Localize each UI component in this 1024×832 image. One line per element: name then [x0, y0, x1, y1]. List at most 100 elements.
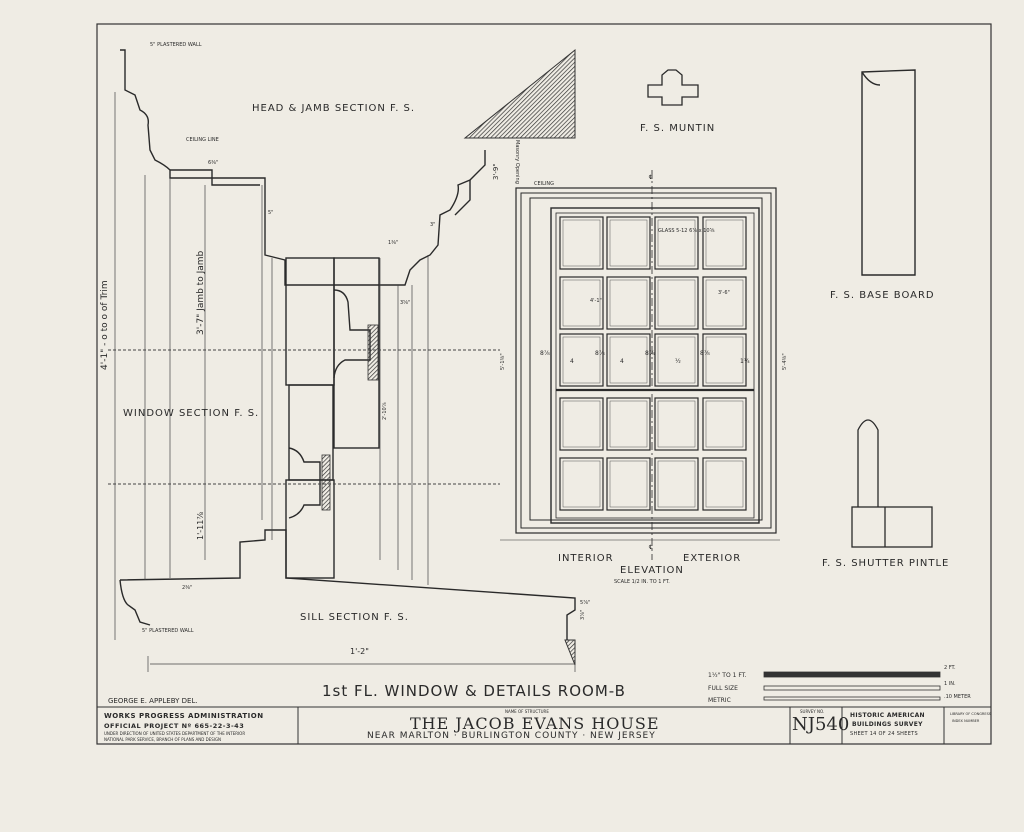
dim-jamb-sill-2: 5⅞" — [580, 600, 591, 606]
window-pane-glass — [657, 219, 696, 267]
scale-label-size: FULL SIZE — [708, 685, 738, 692]
break-lines — [108, 349, 500, 485]
dim-elev-width-top: 4'-1" — [590, 298, 602, 304]
dim-jamb-to-jamb: 3'-7" Jamb to Jamb — [196, 250, 206, 335]
muntin-dimension-mark: 4 — [570, 358, 574, 365]
window-pane — [559, 333, 604, 387]
window-elevation — [500, 170, 780, 560]
scale-end-ft: 2 FT. — [944, 665, 956, 671]
title-block-dividers — [297, 707, 945, 744]
interior-label: INTERIOR — [558, 553, 614, 564]
dim-head-small: 5" — [268, 210, 274, 216]
shutter-pintle-profile — [851, 419, 933, 548]
sheet-title: 1st FL. WINDOW & DETAILS ROOM-B — [322, 682, 626, 700]
window-pane — [654, 276, 699, 330]
ceiling-label: CEILING — [534, 181, 554, 187]
window-pane — [559, 397, 604, 451]
window-sash-section — [285, 257, 380, 579]
shutter-pintle-label: F. S. SHUTTER PINTLE — [822, 558, 950, 569]
window-pane — [654, 397, 699, 451]
delineator: GEORGE E. APPLEBY DEL. — [108, 697, 198, 705]
muntin-dimension-mark: 8⅞ — [540, 350, 550, 357]
window-pane — [606, 333, 651, 387]
window-pane-glass — [562, 219, 601, 267]
window-pane-glass — [609, 336, 648, 384]
dim-mid-height: 2'-10⅞ — [382, 402, 388, 420]
window-pane — [702, 216, 747, 270]
habs-line2: BUILDINGS SURVEY — [852, 721, 923, 728]
scale-label-metric: METRIC — [708, 697, 731, 704]
index-line2: INDEX NUMBER — [952, 719, 980, 723]
window-pane — [606, 397, 651, 451]
window-panes — [559, 216, 747, 511]
window-pane — [559, 276, 604, 330]
habs-line1: HISTORIC AMERICAN — [850, 712, 925, 719]
window-pane-glass — [609, 400, 648, 448]
dim-elev-height-left: 5'-1⅜" — [500, 353, 506, 370]
ceiling-line-label: CEILING LINE — [186, 137, 219, 143]
structure-caption: NAME OF STRUCTURE — [505, 709, 549, 714]
window-pane-glass — [562, 460, 601, 508]
muntin-dimension-mark: ½ — [675, 358, 681, 365]
wpa-line2: OFFICIAL PROJECT Nº 665-22-3-43 — [104, 722, 245, 730]
window-pane-glass — [657, 460, 696, 508]
dim-sill-depth: 2⅜" — [182, 585, 193, 591]
plastered-wall-top: 5" PLASTERED WALL — [150, 42, 202, 48]
masonry-hatch-bottom — [564, 639, 576, 666]
scale-end-in: 1 IN. — [944, 681, 956, 687]
window-pane — [654, 457, 699, 511]
window-pane — [702, 397, 747, 451]
window-pane-glass — [705, 460, 744, 508]
window-pane-glass — [609, 460, 648, 508]
dim-opening-height: 3'-9" — [492, 163, 500, 180]
window-pane-glass — [705, 219, 744, 267]
window-section-label: WINDOW SECTION F. S. — [123, 408, 260, 419]
muntin-dimension-mark: 8⅞ — [700, 350, 710, 357]
dim-sill-width: 1'-2" — [350, 647, 369, 656]
survey-caption: SURVEY NO. — [800, 709, 825, 714]
window-pane — [702, 333, 747, 387]
elevation-scale: SCALE 1/2 IN. TO 1 FT. — [614, 579, 670, 585]
base-board-profile — [861, 69, 916, 276]
window-pane-glass — [657, 336, 696, 384]
window-pane — [654, 216, 699, 270]
window-pane-glass — [562, 279, 601, 327]
index-line1: LIBRARY OF CONGRESS — [950, 712, 992, 716]
window-pane — [702, 276, 747, 330]
dim-elev-width-inner: 3'-6" — [718, 290, 730, 296]
survey-number: NJ540 — [792, 714, 850, 735]
muntin-dimension-mark: 1¼ — [740, 358, 750, 365]
masonry-hatch-top — [463, 48, 576, 139]
base-board-label: F. S. BASE BOARD — [830, 290, 935, 301]
muntin-label: F. S. MUNTIN — [640, 123, 716, 134]
window-pane — [702, 457, 747, 511]
wpa-line4: NATIONAL PARK SERVICE, BRANCH OF PLANS A… — [104, 737, 222, 742]
window-pane-glass — [705, 336, 744, 384]
head-jamb-section — [120, 49, 486, 286]
window-pane — [559, 457, 604, 511]
wpa-line3: UNDER DIRECTION OF UNITED STATES DEPARTM… — [104, 731, 246, 736]
muntin-profile — [647, 69, 699, 106]
muntin-dimension-mark: 8⅞ — [645, 350, 655, 357]
window-pane — [606, 216, 651, 270]
window-pane-glass — [657, 279, 696, 327]
plastered-wall-bottom: 5" PLASTERED WALL — [142, 628, 194, 634]
structure-location: NEAR MARLTON · BURLINGTON COUNTY · NEW J… — [367, 731, 656, 741]
window-pane — [654, 333, 699, 387]
masonry-opening-note: Masonry Opening — [514, 140, 520, 184]
sill-section-label: SILL SECTION F. S. — [300, 612, 409, 623]
dim-trim-overall: 4'-1" - o to o of Trim — [100, 280, 110, 370]
exterior-label: EXTERIOR — [683, 553, 742, 564]
dim-head-small-2: 3" — [430, 222, 436, 228]
glass-size-note: GLASS 5-12 6⅞ x 10⅝ — [658, 228, 715, 234]
habs-sheet: SHEET 14 OF 24 SHEETS — [850, 731, 918, 737]
centerline-mark: ℄ — [649, 544, 653, 551]
muntin-dimension-mark: 8⅞ — [595, 350, 605, 357]
sheet-border — [96, 23, 992, 745]
structure-name: THE JACOB EVANS HOUSE — [410, 714, 660, 733]
dim-jamb-sill: 3⅞" — [580, 609, 586, 620]
scale-label-full: 1½" TO 1 FT. — [708, 672, 747, 679]
window-pane — [606, 276, 651, 330]
window-pane-glass — [562, 400, 601, 448]
